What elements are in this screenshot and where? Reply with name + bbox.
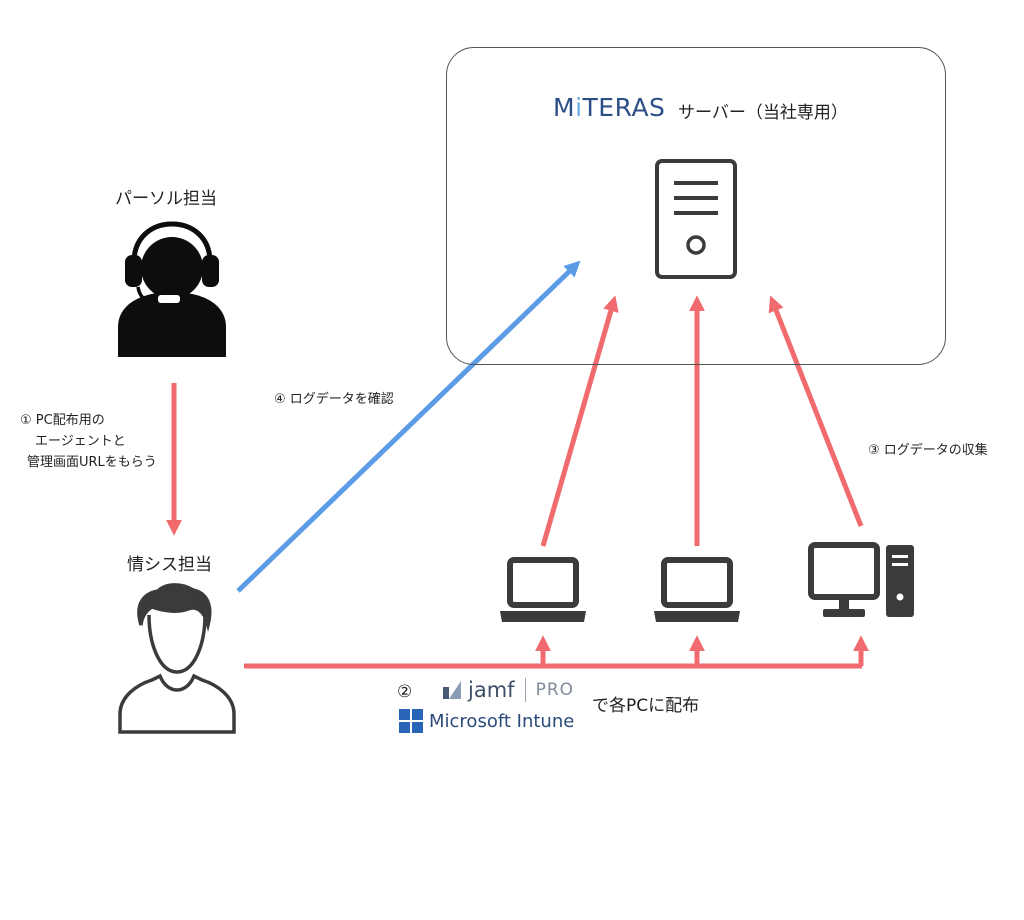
step1-line1: ① PC配布用の	[20, 413, 105, 428]
it-admin-label: 情シス担当	[127, 555, 212, 575]
person-outline-icon	[118, 583, 236, 734]
distribution-arrows	[244, 635, 870, 669]
laptop-icon	[500, 557, 586, 622]
step3-label: ③ ログデータの収集	[868, 443, 988, 458]
jamf-logo-icon	[443, 681, 461, 699]
windows-logo-icon	[399, 709, 423, 733]
jamf-tier: PRO	[535, 680, 575, 700]
intune-logo: Microsoft Intune	[399, 708, 574, 734]
headset-person-icon	[118, 221, 226, 357]
miteras-logo: MiTERAS	[553, 93, 666, 122]
intune-name: Microsoft Intune	[429, 710, 575, 732]
arrow-admin-to-server	[236, 260, 581, 593]
server-box	[446, 47, 946, 365]
desktop-pc-icon	[808, 542, 914, 617]
server-label: サーバー（当社専用）	[678, 103, 848, 123]
jamf-pro-logo: jamf PRO	[443, 677, 574, 703]
step1-line2: エージェントと	[35, 434, 126, 449]
step4-label: ④ ログデータを確認	[274, 392, 394, 407]
jamf-name: jamf	[468, 678, 515, 702]
server-tower-icon	[655, 159, 737, 279]
arrow-desktop-to-server	[768, 295, 864, 527]
step2-label: で各PCに配布	[592, 696, 700, 716]
laptop-icon	[654, 557, 740, 622]
step1-line3: 管理画面URLをもらう	[27, 455, 157, 470]
step2-number: ②	[397, 682, 413, 702]
support-label: パーソル担当	[115, 189, 217, 209]
arrow-laptop1-to-server	[540, 295, 619, 547]
